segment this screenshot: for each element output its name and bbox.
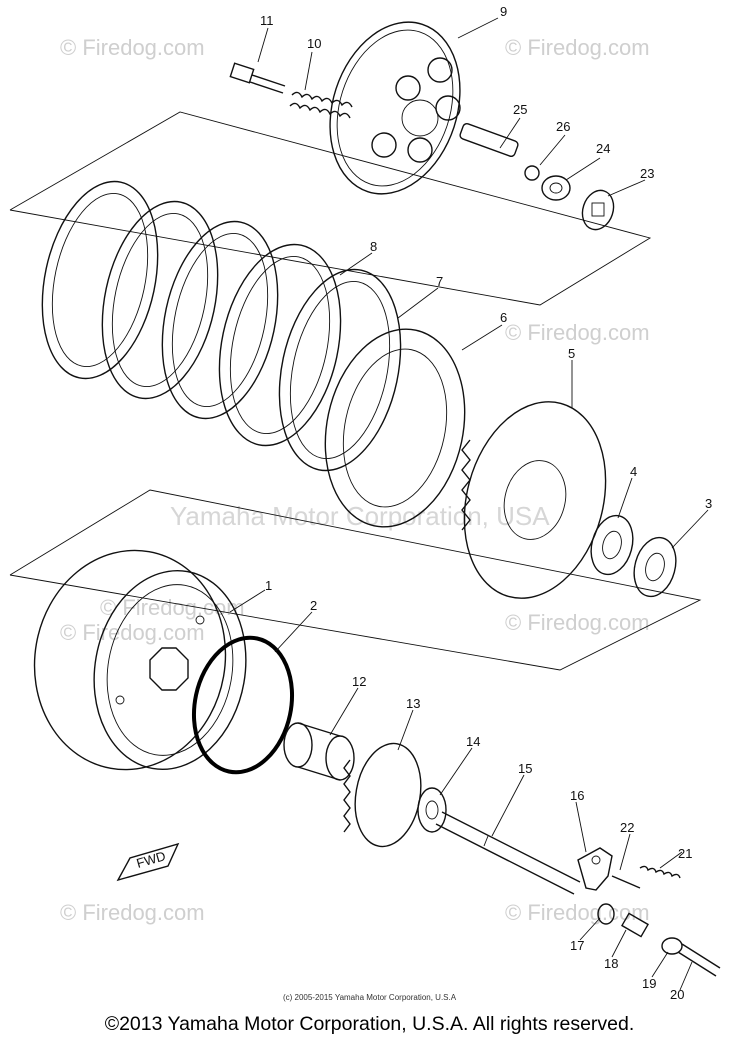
part-number: 3 [705, 496, 712, 511]
clutch-boss [461, 401, 607, 599]
part-number: 13 [406, 696, 420, 711]
part-number: 19 [642, 976, 656, 991]
part-number: 9 [500, 4, 507, 19]
part-number: 24 [596, 141, 610, 156]
watermark: © Firedog.com [60, 620, 205, 645]
clutch-bolt [229, 62, 286, 94]
part-number: 4 [630, 464, 637, 479]
part-number: 10 [307, 36, 321, 51]
clutch-plate-stack [41, 180, 466, 528]
pressure-plate [329, 21, 461, 195]
part-number: 5 [568, 346, 575, 361]
part-number: 15 [518, 761, 532, 776]
part-number: 1 [265, 578, 272, 593]
upper-frame [9, 111, 652, 306]
thrust-washer-14 [417, 787, 447, 833]
part-number: 11 [260, 13, 274, 28]
part-number: 17 [570, 938, 584, 953]
spacer [283, 722, 355, 781]
watermark: © Firedog.com [505, 320, 650, 345]
fwd-arrow: FWD [116, 842, 180, 882]
leader-lines [229, 17, 709, 991]
watermark: © Firedog.com [100, 595, 245, 620]
kick-gear [343, 742, 422, 848]
o-ring [191, 635, 295, 775]
part-number: 6 [500, 310, 507, 325]
lock-washer-3 [633, 536, 677, 598]
lower-frame [9, 489, 702, 671]
thrust-washer [590, 514, 634, 576]
watermark: © Firedog.com [60, 900, 205, 925]
watermark: © Firedog.com [60, 35, 205, 60]
watermark: © Firedog.com [505, 35, 650, 60]
lock-nut [541, 175, 571, 201]
part-number: 14 [466, 734, 480, 749]
part-number: 20 [670, 987, 684, 1000]
part-number: 8 [370, 239, 377, 254]
steel-ball [524, 165, 540, 181]
watermark: © Firedog.com [505, 900, 650, 925]
footer-copyright: ©2013 Yamaha Motor Corporation, U.S.A. A… [104, 1013, 635, 1035]
part-number: 16 [570, 788, 584, 803]
part-number: 12 [352, 674, 366, 689]
part-number: 25 [513, 102, 527, 117]
clutch-exploded-diagram: © Firedog.com © Firedog.com © Firedog.co… [9, 4, 721, 1000]
clutch-housing [33, 549, 247, 771]
watermark: © Firedog.com [505, 610, 650, 635]
lock-washer [581, 189, 615, 231]
push-rod-long [435, 811, 581, 895]
part-number: 22 [620, 820, 634, 835]
part-number: 21 [678, 846, 692, 861]
part-number: 18 [604, 956, 618, 971]
part-number: 26 [556, 119, 570, 134]
clutch-spring [289, 91, 353, 119]
part-number: 2 [310, 598, 317, 613]
push-rod [459, 122, 519, 158]
push-lever-assembly [577, 847, 721, 977]
small-copyright: (c) 2005-2015 Yamaha Motor Corporation, … [282, 993, 457, 1002]
part-number: 23 [640, 166, 654, 181]
center-watermark: Yamaha Motor Corporation, USA [170, 501, 550, 531]
part-number: 7 [436, 274, 443, 289]
